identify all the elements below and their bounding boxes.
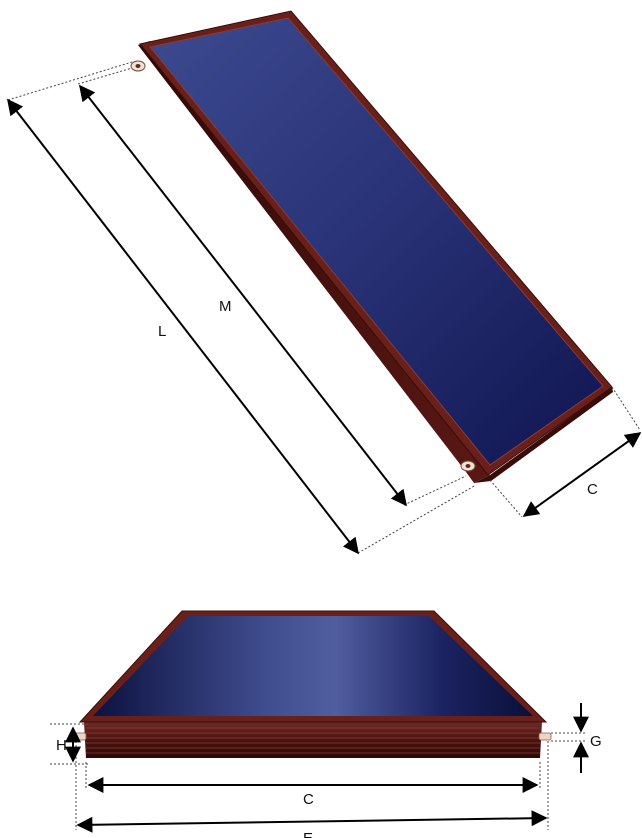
dimension-label-e: E (303, 830, 313, 838)
dimension-label-h: H (56, 737, 67, 754)
pipe-stub-left-icon (73, 732, 87, 741)
pipe-connection-bottom-icon (460, 460, 476, 472)
extension-lines-top-view (7, 61, 641, 554)
panel-front-glass (93, 616, 533, 716)
panel-front-ridges (86, 727, 540, 754)
panel-front-body (84, 722, 542, 758)
dimension-line-m (79, 84, 407, 507)
dimension-label-m: M (219, 298, 232, 315)
panel-isometric-view (130, 10, 613, 483)
extension-lines-front-view (50, 723, 586, 830)
dimension-label-l: L (158, 323, 166, 340)
panel-front-view (73, 610, 552, 758)
dimension-line-e (76, 810, 548, 833)
dimension-label-c-top: C (587, 481, 598, 498)
panel-glass (150, 18, 603, 465)
dimension-label-g: G (590, 733, 602, 750)
dimension-label-c-front: C (303, 791, 314, 808)
pipe-connection-top-icon (130, 60, 146, 72)
dimension-line-c-top (522, 432, 642, 517)
pipe-stub-right-icon (538, 732, 552, 741)
panel-bottom-edge (474, 387, 613, 483)
